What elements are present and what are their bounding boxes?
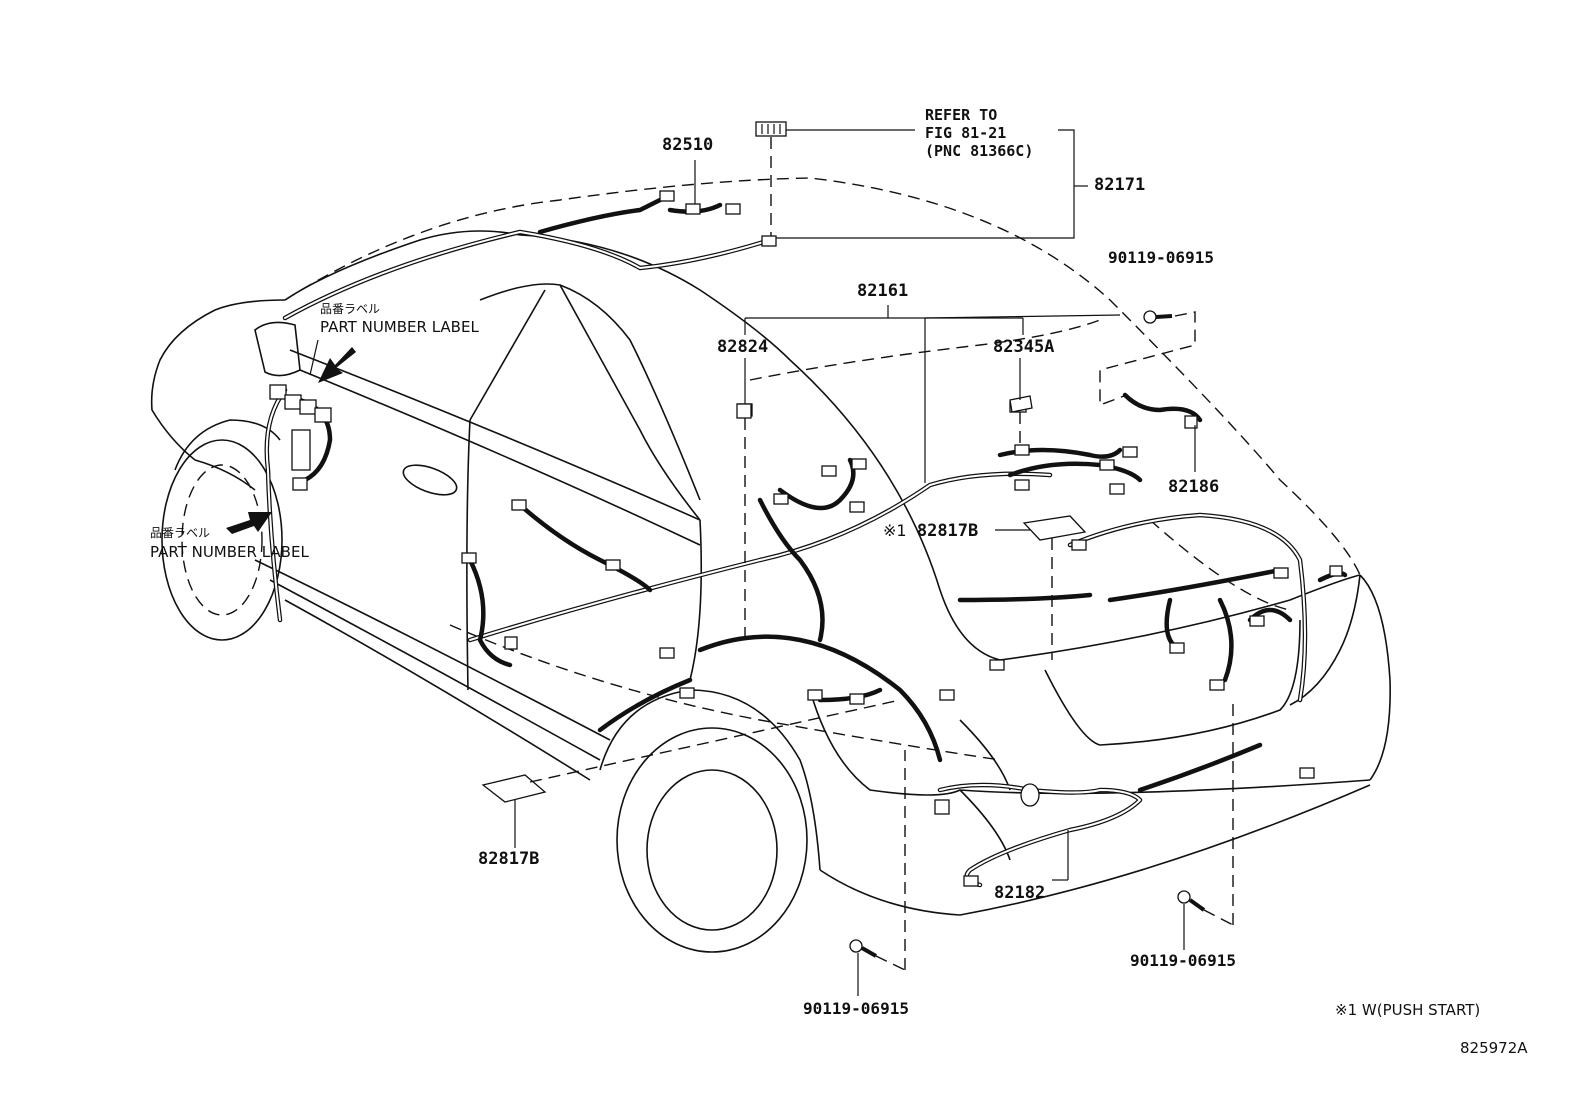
- part-label-82817b-center[interactable]: ※1 82817B: [883, 523, 978, 540]
- callout-lower-en: PART NUMBER LABEL: [150, 543, 309, 561]
- callout-upper-jp: 品番ラベル: [320, 302, 381, 316]
- wire-harness-82182: [937, 742, 1263, 888]
- part-number-82817b-center: 82817B: [916, 521, 979, 541]
- part-label-82345a[interactable]: 82345A: [993, 337, 1055, 357]
- wire-harness-front-pillar: [264, 387, 333, 623]
- part-label-82161[interactable]: 82161: [857, 281, 909, 301]
- footnote: ※1 W(PUSH START): [1335, 1001, 1481, 1019]
- part-label-bolt-bottom-left[interactable]: 90119-06915: [803, 999, 909, 1018]
- part-label-82186[interactable]: 82186: [1168, 477, 1220, 497]
- part-label-82824[interactable]: 82824: [717, 337, 769, 357]
- bolt-icon-bottom-left: [849, 939, 877, 958]
- refer-note-line3: (PNC 81366C): [925, 142, 1034, 160]
- part-label-82171[interactable]: 82171: [1094, 175, 1146, 195]
- part-label-82817b-left[interactable]: 82817B: [478, 849, 540, 869]
- arrow-icon-upper: [318, 347, 356, 383]
- refer-note-line1: REFER TO: [925, 106, 998, 124]
- refer-note-line2: FIG 81-21: [925, 124, 1007, 142]
- refer-note: REFER TO FIG 81-21 (PNC 81366C): [925, 106, 1033, 160]
- part-label-82510[interactable]: 82510: [662, 135, 714, 155]
- wire-harness-82186: [1122, 392, 1203, 423]
- bolt-icon-bottom-right: [1177, 890, 1206, 912]
- callout-upper-en: PART NUMBER LABEL: [320, 318, 479, 336]
- part-label-bolt-top-right[interactable]: 90119-06915: [1108, 248, 1214, 267]
- part-label-82182[interactable]: 82182: [994, 883, 1046, 903]
- connector-blocks: [269, 121, 1343, 887]
- car-body-outline: [150, 177, 1391, 953]
- wire-harness-rear-deck: [957, 447, 1348, 703]
- callout-lower-jp: 品番ラベル: [150, 526, 211, 540]
- arrow-icon-lower: [226, 512, 272, 534]
- leader-lines: [309, 129, 1234, 996]
- part-label-bolt-bottom-right[interactable]: 90119-06915: [1130, 951, 1236, 970]
- wire-harness-floor: [467, 457, 1053, 763]
- push-start-mark: ※1: [883, 521, 907, 540]
- figure-id: 825972A: [1460, 1039, 1528, 1057]
- bolt-icon-top-right: [1143, 310, 1173, 324]
